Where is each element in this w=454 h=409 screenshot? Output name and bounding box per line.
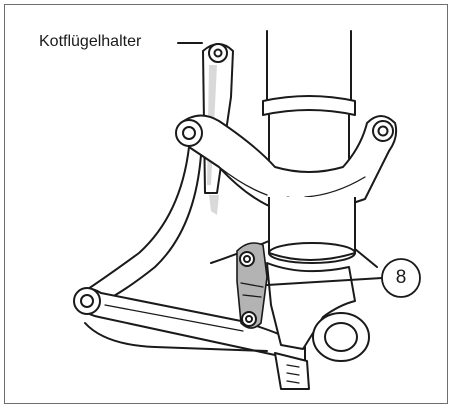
stanchion-tube xyxy=(262,30,356,184)
dropout-axle xyxy=(266,262,370,390)
caliper-mount-bracket xyxy=(236,242,268,329)
lower-arm xyxy=(73,287,306,362)
disc-brace xyxy=(84,146,219,304)
fork-illustration: .ln { fill: none; stroke: #1a1a1a; strok… xyxy=(73,30,421,390)
fender-holder-label: Kotflügelhalter xyxy=(39,33,142,50)
callout-8 xyxy=(266,258,421,298)
illustration-frame: .ln { fill: none; stroke: #1a1a1a; strok… xyxy=(4,4,448,404)
lower-leg xyxy=(210,197,378,268)
callout-number-8: 8 xyxy=(395,267,407,288)
